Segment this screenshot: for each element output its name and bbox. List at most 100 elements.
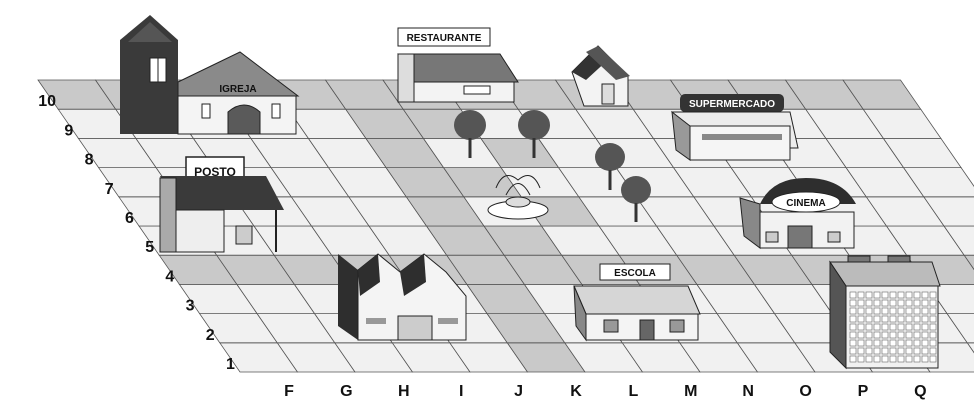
tower-window [929, 339, 937, 347]
tower-window [929, 347, 937, 355]
tower-window [857, 307, 865, 315]
tower-window [905, 347, 913, 355]
tower-window [873, 307, 881, 315]
factory-building [338, 253, 467, 341]
grid-cell [966, 342, 974, 354]
tower-window [913, 347, 921, 355]
tower-window [921, 315, 929, 323]
tower-window [913, 307, 921, 315]
tower-window [929, 331, 937, 339]
tower-window [889, 291, 897, 299]
column-label: K [570, 383, 582, 400]
column-label: P [858, 383, 869, 400]
igreja-building: IGREJA [120, 15, 300, 135]
tower-window [929, 307, 937, 315]
tower-window [857, 355, 865, 363]
tower-window [889, 323, 897, 331]
tower-window [889, 331, 897, 339]
tower-window [857, 323, 865, 331]
row-label: 9 [64, 122, 73, 139]
tower-window [857, 331, 865, 339]
tower-window [897, 331, 905, 339]
tower-window [897, 299, 905, 307]
tower-window [849, 347, 857, 355]
tower-window [849, 355, 857, 363]
column-label: O [799, 383, 811, 400]
tower-window [849, 323, 857, 331]
tower-window [921, 299, 929, 307]
tower-window [897, 355, 905, 363]
grid-cell [963, 254, 974, 271]
tower-window [921, 291, 929, 299]
tower-window [905, 331, 913, 339]
tower-window [897, 315, 905, 323]
office-tower [829, 255, 941, 370]
house-building [571, 45, 630, 107]
column-label: J [514, 383, 523, 400]
tower-window [873, 291, 881, 299]
row-label: 3 [186, 298, 195, 315]
tower-window [913, 339, 921, 347]
tower-window [905, 291, 913, 299]
park-trees [454, 110, 651, 222]
restaurante-sign: RESTAURANTE [407, 33, 482, 44]
tower-window [897, 307, 905, 315]
tower-window [881, 331, 889, 339]
tower-window [873, 331, 881, 339]
tower-window [873, 323, 881, 331]
grid-cell [943, 225, 974, 256]
row-label: 6 [125, 210, 134, 227]
tower-window [873, 339, 881, 347]
column-label: L [629, 383, 639, 400]
escola-sign: ESCOLA [614, 268, 656, 279]
tower-window [865, 323, 873, 331]
supermercado-sign: SUPERMERCADO [689, 99, 775, 110]
tower-window [881, 355, 889, 363]
tower-window [929, 355, 937, 363]
tower-window [857, 291, 865, 299]
column-label: G [340, 383, 352, 400]
row-label: 1 [226, 356, 235, 373]
tower-window [849, 299, 857, 307]
tower-window [905, 315, 913, 323]
tower-window [897, 291, 905, 299]
row-label: 2 [206, 327, 215, 344]
posto-building: POSTO [159, 156, 284, 253]
tower-window [865, 331, 873, 339]
igreja-label: IGREJA [219, 84, 256, 95]
tower-window [849, 331, 857, 339]
tower-window [849, 339, 857, 347]
tower-window [929, 323, 937, 331]
column-label: H [398, 383, 410, 400]
tower-window [881, 315, 889, 323]
fountain [487, 175, 549, 220]
column-label: N [742, 383, 754, 400]
tower-window [881, 323, 889, 331]
tower-window [865, 307, 873, 315]
tower-window [913, 315, 921, 323]
grid-cell [842, 79, 922, 110]
tower-window [905, 355, 913, 363]
tower-window [921, 323, 929, 331]
tower-window [889, 355, 897, 363]
tower-window [905, 299, 913, 307]
tower-window [913, 291, 921, 299]
column-label: I [459, 383, 463, 400]
tower-window [889, 299, 897, 307]
restaurante-building: RESTAURANTE [397, 27, 519, 103]
tower-window [889, 315, 897, 323]
tower-window [857, 347, 865, 355]
tower-window [889, 307, 897, 315]
tower-window [921, 347, 929, 355]
tower-window [913, 323, 921, 331]
column-label: F [284, 383, 294, 400]
escola-building: ESCOLA [573, 263, 701, 342]
tower-window [873, 347, 881, 355]
column-label: Q [914, 383, 926, 400]
tower-window [929, 299, 937, 307]
row-label: 5 [145, 239, 154, 256]
tower-window [873, 299, 881, 307]
tower-window [865, 339, 873, 347]
grid-cell [946, 313, 974, 344]
